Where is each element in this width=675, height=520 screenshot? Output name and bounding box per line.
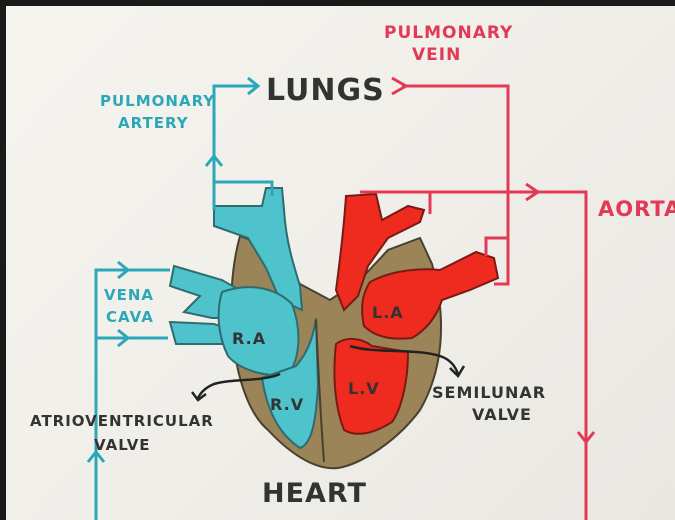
pulmonary-artery-label-2: ARTERY [118, 114, 189, 132]
lungs-label: LUNGS [266, 73, 385, 108]
left-atrium-label: L.A [372, 303, 404, 322]
av-valve-label-1: ATRIOVENTRICULAR [30, 412, 214, 430]
av-valve-label-2: VALVE [94, 436, 151, 454]
pulmonary-vein-label-2: VEIN [412, 45, 461, 65]
vena-cava-label-2: CAVA [106, 308, 154, 326]
pulmonary-vein-label-1: PULMONARY [384, 23, 513, 43]
heart-label: HEART [262, 478, 367, 509]
left-ventricle-label: L.V [348, 379, 380, 398]
pulmonary-artery-label-1: PULMONARY [100, 92, 215, 110]
vena-cava-label-1: VENA [104, 286, 154, 304]
semilunar-label-1: SEMILUNAR [432, 383, 546, 402]
aorta-label: AORTA [598, 197, 675, 221]
right-ventricle-label: R.V [270, 395, 304, 414]
lungs-outflow-arrow [392, 78, 406, 94]
pulmonary-artery-rise-line [214, 86, 256, 182]
pulmonary-vein-branch-line [486, 238, 508, 256]
right-atrium-label: R.A [232, 329, 266, 348]
semilunar-label-2: VALVE [472, 405, 532, 424]
